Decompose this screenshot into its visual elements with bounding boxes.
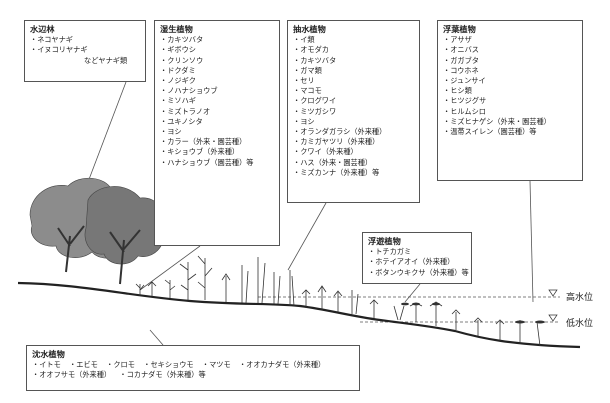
ground-line	[17, 281, 581, 349]
list-item: ボタンウキクサ（外来種）等	[368, 268, 468, 278]
list-item: ユキノシタ	[160, 117, 274, 127]
list-item: ジュンサイ	[443, 76, 577, 86]
list-item: セリ	[293, 76, 414, 86]
list-item: ヨシ	[293, 117, 414, 127]
wet-plants-list: カキツバタ ギボウシ クリンソウ ドクダミ ノジギク ノハナショウブ ミソハギ …	[160, 35, 274, 168]
submerged-plants-list: イトモ エビモ クロモ セキショウモ マツモ オオカナダモ（外来種） オオフサモ…	[32, 360, 354, 380]
low-water-level-label: 低水位	[566, 319, 594, 329]
list-item: ミズヒナゲシ（外来・園芸種）	[443, 117, 577, 127]
list-item: 温帯スイレン（園芸種）等	[443, 127, 577, 137]
list-item: ノハナショウブ	[160, 86, 274, 96]
callout-lines	[87, 81, 534, 346]
list-item: ミソハギ	[160, 96, 274, 106]
list-item: イ類	[293, 35, 414, 45]
list-item: コウホネ	[443, 66, 577, 76]
waterside-forest-note: などヤナギ類	[84, 55, 128, 65]
free-floating-plants-box: 浮遊植物 トチカガミ ホテイアオイ（外来種） ボタンウキクサ（外来種）等	[362, 232, 472, 284]
list-item: ドクダミ	[160, 66, 274, 76]
waterside-forest-title: 水辺林	[30, 24, 55, 34]
water-level-lines	[258, 289, 560, 323]
emergent-plants-title: 抽水植物	[293, 24, 326, 34]
emergent-plants-box: 抽水植物 イ類 オモダカ カキツバタ ガマ類 セリ マコモ クログワイ ミツガシ…	[287, 20, 420, 203]
list-item: ノジギク	[160, 76, 274, 86]
list-item: ネコヤナギ	[30, 35, 140, 45]
wet-plants-title: 湿生植物	[160, 24, 193, 34]
list-item: オニバス	[443, 45, 577, 55]
floating-leaves	[401, 302, 545, 324]
list-item: クログワイ	[293, 96, 414, 106]
floating-leaf-plants-box: 浮葉植物 アサザ オニバス ガガブタ コウホネ ジュンサイ ヒシ類 ヒツジグサ …	[437, 20, 583, 181]
list-item: イトモ	[32, 360, 61, 370]
list-item: ヒシ類	[443, 86, 577, 96]
emergent-plants-list: イ類 オモダカ カキツバタ ガマ類 セリ マコモ クログワイ ミツガシワ ヨシ …	[293, 35, 414, 178]
list-item: クワイ（外来種）	[293, 147, 414, 157]
waterside-trees	[29, 177, 165, 285]
list-item: オランダガラシ（外来種）	[293, 127, 414, 137]
list-item: ヒルムシロ	[443, 107, 577, 117]
list-item: トチカガミ	[368, 247, 466, 257]
list-item: カキツバタ	[160, 35, 274, 45]
list-item: ハス（外来・園芸種）	[293, 158, 414, 168]
floating-leaf-plants-list: アサザ オニバス ガガブタ コウホネ ジュンサイ ヒシ類 ヒツジグサ ヒルムシロ…	[443, 35, 577, 137]
list-item: コカナダモ（外来種）等	[119, 370, 206, 380]
list-item: ホテイアオイ（外来種）	[368, 257, 466, 267]
high-water-level-label: 高水位	[566, 293, 594, 303]
free-floating-plants-list: トチカガミ ホテイアオイ（外来種） ボタンウキクサ（外来種）等	[368, 247, 468, 278]
list-item: イヌコリヤナギ	[30, 45, 140, 55]
list-item: クロモ	[106, 360, 135, 370]
list-item: ヒツジグサ	[443, 96, 577, 106]
submerged-plants-title: 沈水植物	[32, 349, 65, 359]
list-item: ミズカンナ（外来種）等	[293, 168, 414, 178]
list-item: キショウブ（外来種）	[160, 147, 274, 157]
waterside-forest-box: 水辺林 ネコヤナギ イヌコリヤナギ などヤナギ類	[24, 20, 146, 82]
list-item: カミガヤツリ（外来種）	[293, 137, 414, 147]
waterside-forest-list: ネコヤナギ イヌコリヤナギ	[30, 35, 140, 55]
list-item: ハナショウブ（園芸種）等	[160, 158, 274, 168]
plant-silhouettes	[135, 255, 544, 347]
list-item: ミツガシワ	[293, 107, 414, 117]
list-item: オオカナダモ（外来種）	[239, 360, 325, 370]
submerged-plants-box: 沈水植物 イトモ エビモ クロモ セキショウモ マツモ オオカナダモ（外来種） …	[26, 345, 360, 391]
list-item: マツモ	[202, 360, 231, 370]
list-item: ギボウシ	[160, 45, 274, 55]
list-item: エビモ	[69, 360, 98, 370]
list-item: ガガブタ	[443, 56, 577, 66]
list-item: カラー（外来・園芸種）	[160, 137, 274, 147]
list-item: アサザ	[443, 35, 577, 45]
list-item: オオフサモ（外来種）	[32, 370, 111, 380]
list-item: ガマ類	[293, 66, 414, 76]
list-item: ヨシ	[160, 127, 274, 137]
list-item: クリンソウ	[160, 56, 274, 66]
wet-plants-box: 湿生植物 カキツバタ ギボウシ クリンソウ ドクダミ ノジギク ノハナショウブ …	[154, 20, 280, 246]
list-item: セキショウモ	[143, 360, 193, 370]
list-item: カキツバタ	[293, 56, 414, 66]
list-item: オモダカ	[293, 45, 414, 55]
list-item: ミズトラノオ	[160, 107, 274, 117]
floating-leaf-plants-title: 浮葉植物	[443, 24, 476, 34]
free-floating-plants-title: 浮遊植物	[368, 236, 401, 246]
list-item: マコモ	[293, 86, 414, 96]
